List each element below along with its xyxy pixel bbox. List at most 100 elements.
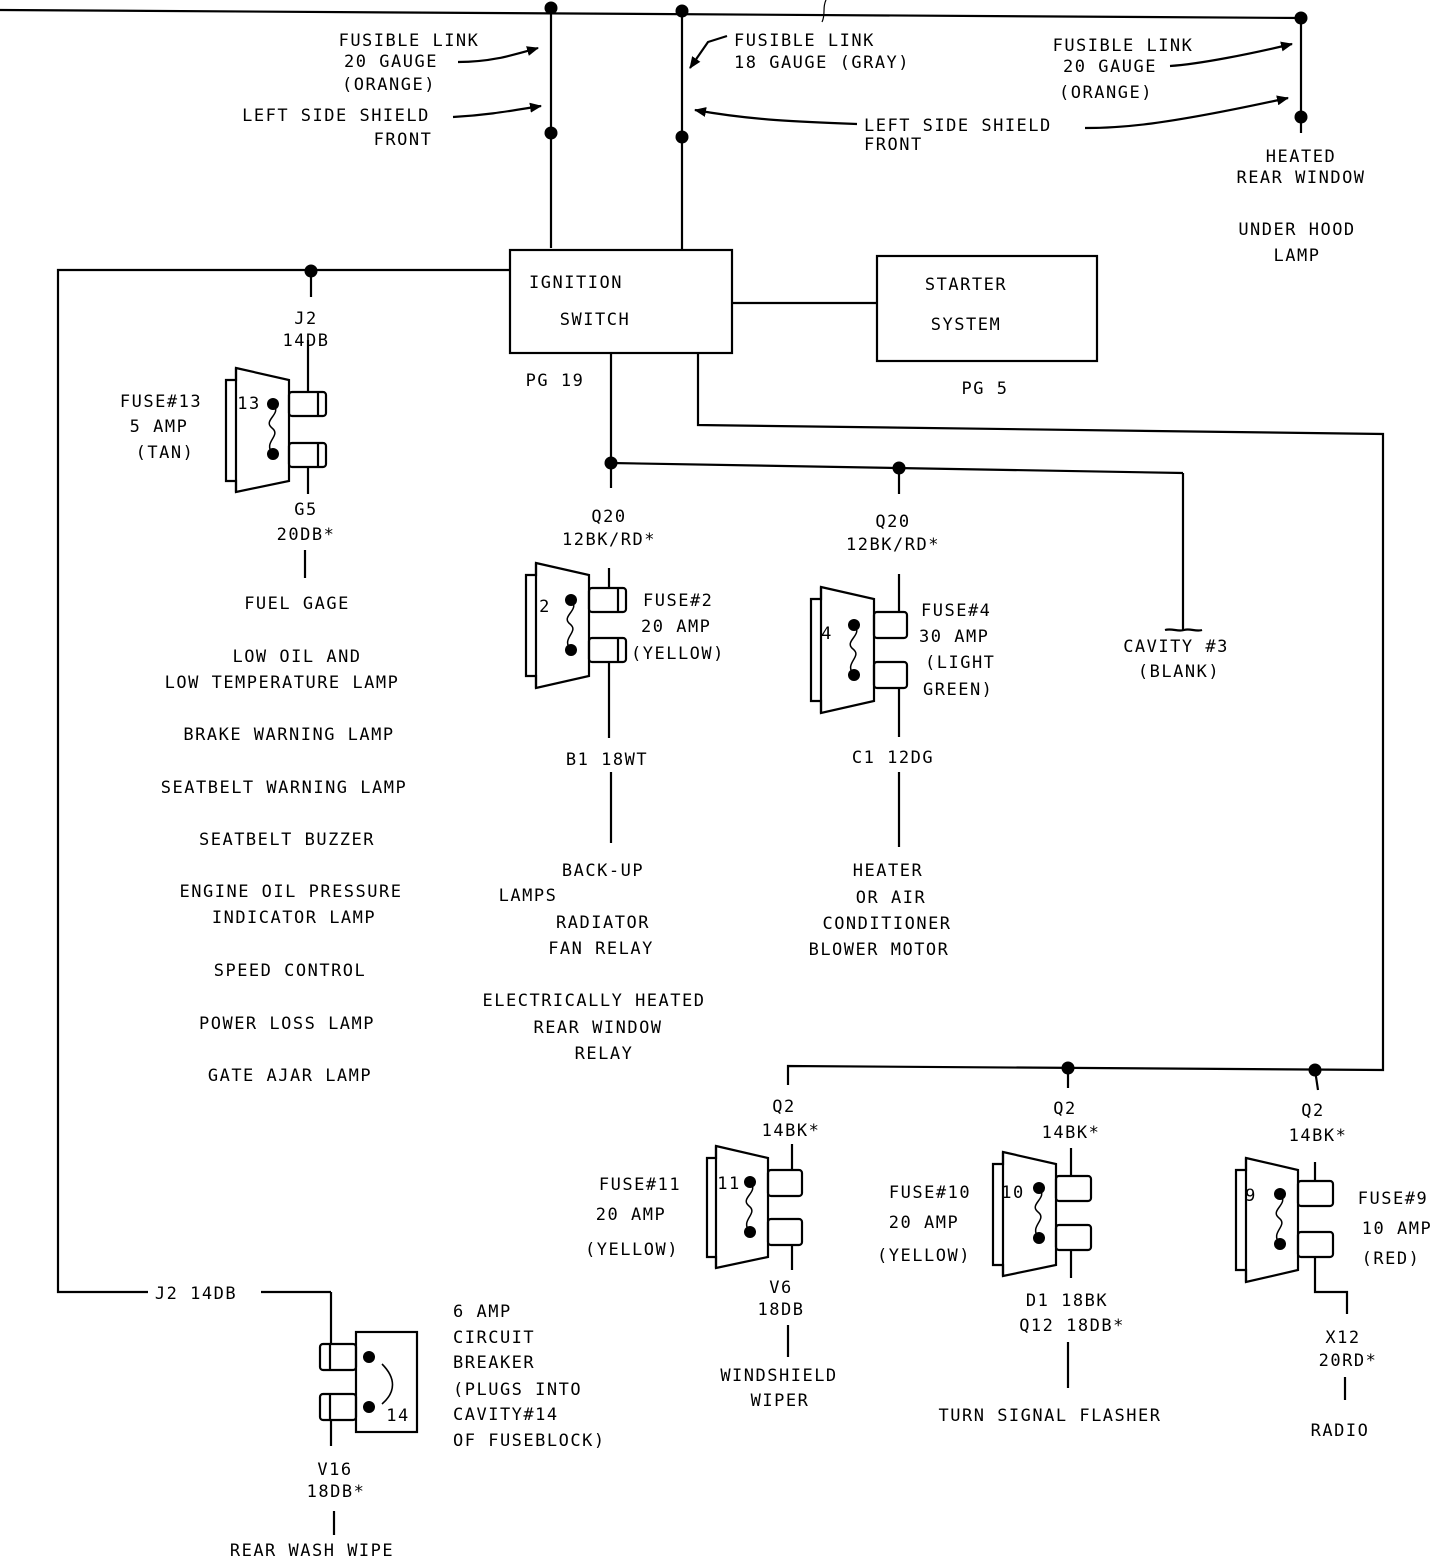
fuse-13-in-wire: J2 14DB	[283, 309, 330, 351]
fuse-13-out-wire: G5 20DB*	[277, 500, 334, 545]
fuse-9: 9	[1234, 1156, 1335, 1284]
svg-text:OR AIR: OR AIR	[856, 888, 926, 908]
svg-text:SWITCH: SWITCH	[560, 310, 630, 330]
svg-text:6 AMP: 6 AMP	[453, 1302, 512, 1322]
svg-text:BREAKER: BREAKER	[453, 1353, 535, 1373]
svg-text:LEFT SIDE SHIELD: LEFT SIDE SHIELD	[864, 116, 1052, 136]
svg-text:18DB: 18DB	[758, 1300, 805, 1320]
svg-text:14DB: 14DB	[283, 331, 330, 351]
svg-text:FUSIBLE LINK: FUSIBLE LINK	[339, 31, 480, 51]
svg-text:Q12 18DB*: Q12 18DB*	[1019, 1316, 1125, 1336]
svg-text:(LIGHT: (LIGHT	[925, 653, 995, 673]
starter-system-box: STARTER SYSTEM PG 5	[875, 254, 1099, 399]
svg-text:CAVITY #3: CAVITY #3	[1123, 637, 1229, 657]
svg-text:GATE AJAR LAMP: GATE AJAR LAMP	[208, 1066, 372, 1086]
fuse-10-out-wire: D1 18BK Q12 18DB*	[1019, 1291, 1125, 1336]
svg-text:REAR WINDOW: REAR WINDOW	[1236, 168, 1365, 188]
svg-text:PG 19: PG 19	[526, 371, 585, 391]
svg-text:ENGINE OIL PRESSURE: ENGINE OIL PRESSURE	[180, 882, 403, 902]
svg-text:RELAY: RELAY	[575, 1044, 634, 1064]
svg-text:D1 18BK: D1 18BK	[1026, 1291, 1108, 1311]
fuse-11: 11	[705, 1144, 804, 1270]
fusible-link-1-label: FUSIBLE LINK 20 GAUGE (ORANGE)	[339, 31, 480, 95]
svg-text:GREEN): GREEN)	[923, 680, 993, 700]
cavity-3-label: CAVITY #3 (BLANK)	[1123, 637, 1229, 682]
svg-text:Q20: Q20	[591, 507, 626, 527]
fuse-4-out-wire: C1 12DG	[852, 748, 934, 768]
svg-text:RADIATOR: RADIATOR	[556, 913, 650, 933]
svg-text:2: 2	[539, 597, 551, 617]
svg-text:J2: J2	[294, 309, 317, 329]
svg-text:12BK/RD*: 12BK/RD*	[562, 530, 656, 550]
under-hood-lamp-label: UNDER HOOD LAMP	[1238, 220, 1354, 266]
svg-text:V16: V16	[317, 1460, 352, 1480]
svg-text:FUSE#11: FUSE#11	[599, 1175, 681, 1195]
fuse-2-loads: BACK-UP LAMPS RADIATOR FAN RELAY ELECTRI…	[483, 861, 706, 1064]
svg-text:G5: G5	[294, 500, 317, 520]
svg-text:WINDSHIELD: WINDSHIELD	[720, 1366, 837, 1386]
svg-text:SEATBELT WARNING LAMP: SEATBELT WARNING LAMP	[161, 778, 407, 798]
svg-text:20 AMP: 20 AMP	[641, 617, 711, 637]
breaker-load: REAR WASH WIPE	[230, 1541, 394, 1561]
fuse-10-label: FUSE#10 20 AMP (YELLOW)	[877, 1183, 970, 1266]
fuse-2-out-wire: B1 18WT	[566, 750, 648, 770]
fuse-4-label: FUSE#4 30 AMP (LIGHT GREEN)	[919, 601, 995, 700]
svg-text:PG 5: PG 5	[962, 379, 1009, 399]
fusible-link-3-label: FUSIBLE LINK 20 GAUGE (ORANGE)	[1053, 36, 1192, 103]
svg-text:20 AMP: 20 AMP	[889, 1213, 959, 1233]
svg-text:(BLANK): (BLANK)	[1138, 662, 1220, 682]
fuse-2: 2	[524, 561, 628, 690]
svg-text:(PLUGS INTO: (PLUGS INTO	[453, 1380, 582, 1400]
svg-text:FRONT: FRONT	[374, 130, 433, 150]
fuse-9-label: FUSE#9 10 AMP (RED)	[1358, 1189, 1431, 1269]
svg-text:SEATBELT BUZZER: SEATBELT BUZZER	[199, 830, 375, 850]
svg-text:(TAN): (TAN)	[136, 443, 195, 463]
fuse-2-in-wire: Q20 12BK/RD*	[562, 507, 656, 550]
fuse-11-in-wire: Q2 14BK*	[762, 1097, 819, 1141]
svg-text:INDICATOR LAMP: INDICATOR LAMP	[212, 908, 376, 928]
svg-text:IGNITION: IGNITION	[529, 273, 623, 293]
svg-text:V6: V6	[769, 1278, 792, 1298]
svg-text:FUSE#4: FUSE#4	[921, 601, 991, 621]
left-shield-2-label: LEFT SIDE SHIELD FRONT	[864, 116, 1052, 155]
fuse-11-loads: WINDSHIELD WIPER	[720, 1366, 837, 1411]
fusible-link-2-label: FUSIBLE LINK 18 GAUGE (GRAY)	[734, 31, 909, 73]
svg-text:(YELLOW): (YELLOW)	[585, 1240, 679, 1260]
fuse-4: 4	[809, 585, 909, 715]
svg-text:LOW TEMPERATURE LAMP: LOW TEMPERATURE LAMP	[165, 673, 400, 693]
svg-text:20 AMP: 20 AMP	[596, 1205, 666, 1225]
breaker-in-wire: J2 14DB	[155, 1284, 237, 1304]
svg-text:FUSIBLE LINK: FUSIBLE LINK	[734, 31, 875, 51]
ignition-switch-box: IGNITION SWITCH PG 19	[508, 248, 734, 391]
fuse-9-out-stub	[1313, 1257, 1349, 1314]
svg-text:BRAKE WARNING LAMP: BRAKE WARNING LAMP	[183, 725, 394, 745]
svg-text:HEATER: HEATER	[853, 861, 923, 881]
top-feed-wiring	[0, 0, 1308, 250]
svg-text:20RD*: 20RD*	[1319, 1351, 1378, 1371]
svg-text:SPEED CONTROL: SPEED CONTROL	[214, 961, 367, 981]
svg-text:(RED): (RED)	[1362, 1249, 1421, 1269]
svg-text:11: 11	[717, 1174, 740, 1194]
svg-text:Q2: Q2	[1053, 1099, 1076, 1119]
fuse-11-out-wire: V6 18DB	[758, 1278, 805, 1320]
svg-text:CAVITY#14: CAVITY#14	[453, 1405, 559, 1425]
svg-text:13: 13	[237, 394, 260, 414]
fuse-11-label: FUSE#11 20 AMP (YELLOW)	[585, 1175, 681, 1260]
svg-text:ELECTRICALLY HEATED: ELECTRICALLY HEATED	[483, 991, 706, 1011]
svg-text:X12: X12	[1325, 1328, 1360, 1348]
svg-text:(YELLOW): (YELLOW)	[631, 644, 725, 664]
breaker-out-wire: V16 18DB*	[307, 1460, 366, 1502]
svg-text:CONDITIONER: CONDITIONER	[822, 914, 951, 934]
fuse-13-loads: FUEL GAGE LOW OIL AND LOW TEMPERATURE LA…	[161, 594, 407, 1086]
svg-text:POWER LOSS LAMP: POWER LOSS LAMP	[199, 1014, 375, 1034]
svg-text:BLOWER MOTOR: BLOWER MOTOR	[809, 940, 950, 960]
svg-text:HEATED: HEATED	[1266, 147, 1336, 167]
svg-text:CIRCUIT: CIRCUIT	[453, 1328, 535, 1348]
left-shield-1-label: LEFT SIDE SHIELD FRONT	[242, 106, 433, 150]
svg-text:(ORANGE): (ORANGE)	[342, 75, 436, 95]
breaker-label: 6 AMP CIRCUIT BREAKER (PLUGS INTO CAVITY…	[453, 1302, 604, 1451]
svg-text:18DB*: 18DB*	[307, 1482, 366, 1502]
svg-text:SYSTEM: SYSTEM	[931, 315, 1001, 335]
svg-text:REAR WINDOW: REAR WINDOW	[533, 1018, 662, 1038]
svg-text:Q2: Q2	[772, 1097, 795, 1117]
